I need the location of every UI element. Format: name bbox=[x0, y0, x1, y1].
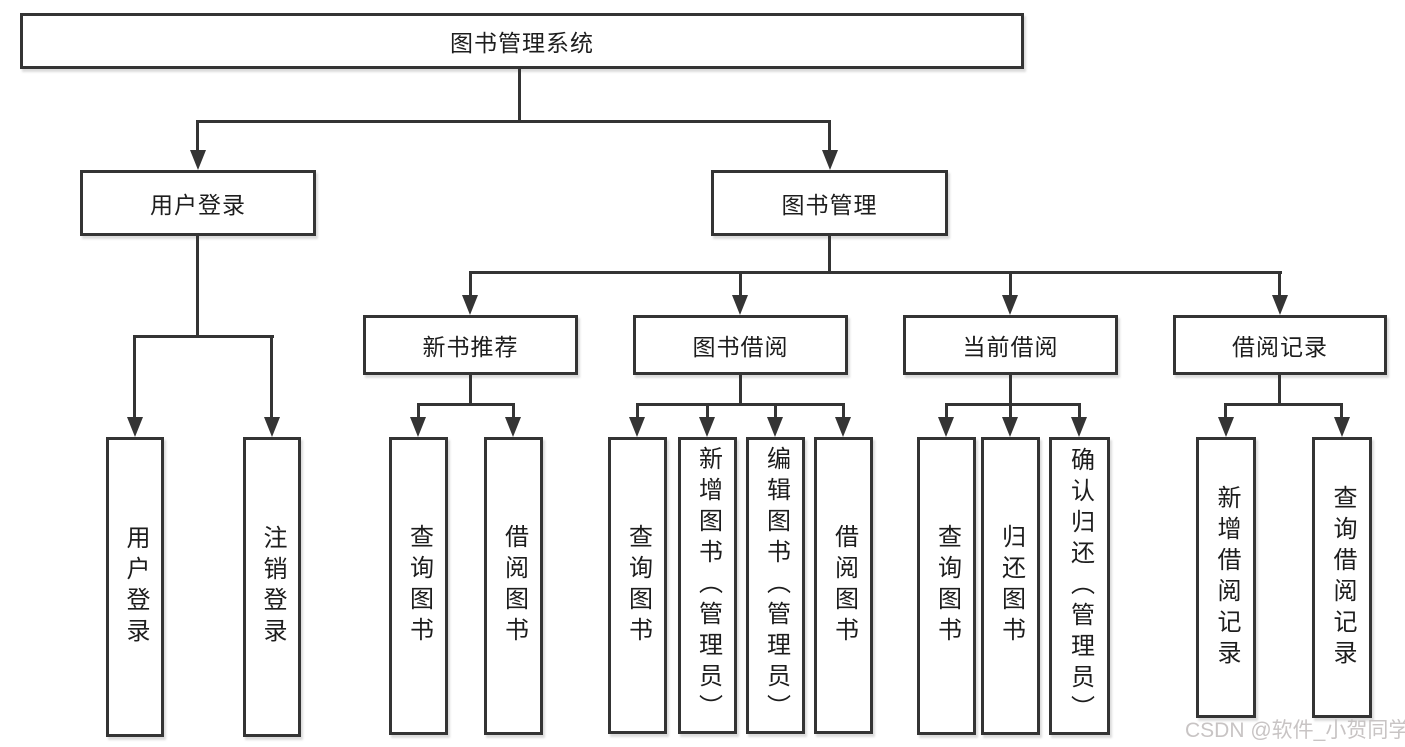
node-user-login: 用户登录 bbox=[80, 170, 316, 236]
connector-stem bbox=[469, 375, 472, 403]
node-label: 新书推荐 bbox=[422, 334, 519, 360]
connector-drop bbox=[706, 403, 709, 417]
arrow-down-icon bbox=[767, 417, 783, 437]
node-book-borrowing: 图书借阅 bbox=[633, 315, 848, 375]
leaf-borrow-books: 借阅图书 bbox=[484, 437, 543, 735]
connector-drop bbox=[636, 403, 639, 417]
connector-root-stem bbox=[518, 69, 521, 120]
connector-drop bbox=[417, 403, 420, 417]
arrow-down-icon bbox=[732, 295, 748, 315]
arrow-down-icon bbox=[127, 417, 143, 437]
connector-drop bbox=[1009, 403, 1012, 417]
arrow-down-icon bbox=[462, 295, 478, 315]
connector-user-login-stem bbox=[196, 236, 199, 335]
connector-user-login-drop bbox=[196, 120, 199, 150]
connector-stem bbox=[739, 375, 742, 403]
node-label: 查询图书 bbox=[624, 523, 652, 648]
leaf-add-borrow-record: 新增借阅记录 bbox=[1196, 437, 1256, 718]
connector-drop bbox=[945, 403, 948, 417]
leaf-query-books: 查询图书 bbox=[389, 437, 448, 735]
connector-stem bbox=[1009, 375, 1012, 403]
node-new-book-recommendation: 新书推荐 bbox=[363, 315, 578, 375]
connector-drop bbox=[1078, 403, 1081, 417]
connector-bar bbox=[1224, 403, 1343, 406]
connector-level3-bar bbox=[469, 271, 1282, 274]
connector-book-management-drop bbox=[828, 120, 831, 150]
node-label: 确认归还（管理员） bbox=[1066, 446, 1094, 726]
node-label: 借阅图书 bbox=[830, 523, 858, 648]
arrow-down-icon bbox=[1002, 295, 1018, 315]
node-current-borrowing: 当前借阅 bbox=[903, 315, 1118, 375]
connector-drop bbox=[1224, 403, 1227, 417]
connector-drop bbox=[270, 335, 273, 417]
arrow-down-icon bbox=[1071, 417, 1087, 437]
connector-drop bbox=[512, 403, 515, 417]
connector-drop bbox=[469, 271, 472, 295]
node-borrowing-records: 借阅记录 bbox=[1173, 315, 1387, 375]
node-label: 借阅记录 bbox=[1232, 334, 1328, 360]
connector-stem bbox=[1278, 375, 1281, 403]
connector-level2-bar bbox=[197, 120, 831, 123]
node-label: 注销登录 bbox=[259, 525, 286, 649]
arrow-down-icon bbox=[1218, 417, 1234, 437]
arrow-down-icon bbox=[1334, 417, 1350, 437]
arrow-down-icon bbox=[822, 150, 838, 170]
node-label: 图书借阅 bbox=[692, 334, 789, 360]
connector-book-management-stem bbox=[828, 236, 831, 271]
node-label: 用户登录 bbox=[122, 525, 149, 649]
arrow-down-icon bbox=[505, 417, 521, 437]
node-label: 图书管理 bbox=[781, 192, 878, 218]
csdn-watermark: CSDN @软件_小贺同学 bbox=[1185, 719, 1405, 742]
node-book-management: 图书管理 bbox=[711, 170, 948, 236]
connector-drop bbox=[842, 403, 845, 417]
arrow-down-icon bbox=[938, 417, 954, 437]
node-label: 借阅图书 bbox=[500, 524, 528, 648]
node-label: 归还图书 bbox=[997, 524, 1025, 648]
connector-bar bbox=[417, 403, 515, 406]
node-label: 查询图书 bbox=[933, 524, 961, 648]
leaf-return-books: 归还图书 bbox=[981, 437, 1040, 735]
arrow-down-icon bbox=[629, 417, 645, 437]
node-label: 当前借阅 bbox=[962, 334, 1059, 360]
arrow-down-icon bbox=[1002, 417, 1018, 437]
arrow-down-icon bbox=[264, 417, 280, 437]
leaf-borrow-books: 借阅图书 bbox=[814, 437, 873, 734]
connector-drop bbox=[1278, 271, 1281, 295]
arrow-down-icon bbox=[1272, 295, 1288, 315]
leaf-logout: 注销登录 bbox=[243, 437, 301, 737]
leaf-edit-books-admin: 编辑图书（管理员） bbox=[746, 437, 805, 734]
leaf-add-books-admin: 新增图书（管理员） bbox=[678, 437, 737, 734]
connector-drop bbox=[774, 403, 777, 417]
connector-user-login-bar bbox=[133, 335, 274, 338]
connector-drop bbox=[1340, 403, 1343, 417]
leaf-query-borrow-record: 查询借阅记录 bbox=[1312, 437, 1372, 718]
leaf-user-login: 用户登录 bbox=[106, 437, 164, 737]
node-label: 新增图书（管理员） bbox=[694, 446, 722, 725]
connector-drop bbox=[1009, 271, 1012, 295]
arrow-down-icon bbox=[699, 417, 715, 437]
leaf-query-books: 查询图书 bbox=[608, 437, 667, 734]
node-label: 编辑图书（管理员） bbox=[762, 446, 790, 725]
arrow-down-icon bbox=[190, 150, 206, 170]
connector-drop bbox=[133, 335, 136, 417]
node-library-management-system: 图书管理系统 bbox=[20, 13, 1024, 69]
leaf-query-books: 查询图书 bbox=[917, 437, 976, 735]
leaf-confirm-return-admin: 确认归还（管理员） bbox=[1049, 437, 1110, 735]
node-label: 图书管理系统 bbox=[450, 30, 594, 56]
node-label: 查询借阅记录 bbox=[1329, 484, 1356, 671]
connector-bar bbox=[636, 403, 845, 406]
connector-drop bbox=[739, 271, 742, 295]
node-label: 查询图书 bbox=[405, 524, 433, 648]
node-label: 用户登录 bbox=[150, 192, 246, 218]
connector-bar bbox=[945, 403, 1081, 406]
arrow-down-icon bbox=[410, 417, 426, 437]
node-label: 新增借阅记录 bbox=[1213, 484, 1240, 671]
arrow-down-icon bbox=[835, 417, 851, 437]
